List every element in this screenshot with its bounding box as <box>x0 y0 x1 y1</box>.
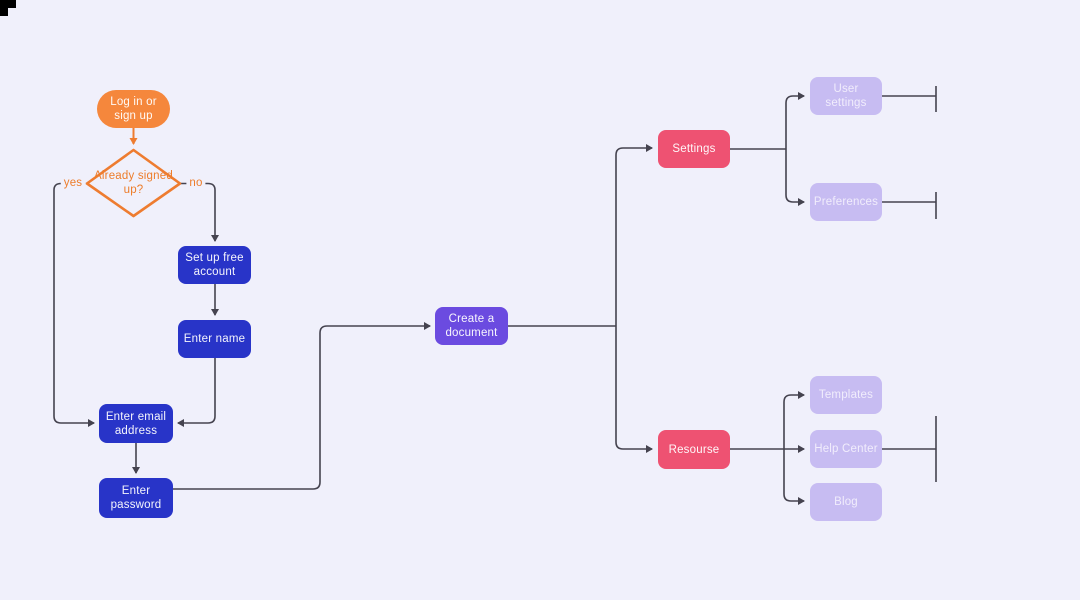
node-label: Blog <box>834 496 858 508</box>
node-templates[interactable]: Templates <box>810 376 882 414</box>
edge-settings-to-user-settings <box>785 92 805 149</box>
edge-help-center-out <box>882 416 937 482</box>
node-enter-password[interactable]: Enter password <box>99 478 173 518</box>
edge-label-yes: yes <box>60 176 86 190</box>
node-help-center[interactable]: Help Center <box>810 430 882 468</box>
edge-already-no-to-setup <box>180 182 219 242</box>
node-settings[interactable]: Settings <box>658 130 730 168</box>
edge-preferences-out <box>882 192 937 219</box>
node-already-signed-up-shape[interactable] <box>85 148 182 218</box>
node-enter-name[interactable]: Enter name <box>178 320 251 358</box>
node-resourse[interactable]: Resourse <box>658 430 730 469</box>
node-label: Settings <box>672 143 716 155</box>
node-label: Create a document <box>445 313 498 339</box>
node-blog[interactable]: Blog <box>810 483 882 521</box>
node-label: Help Center <box>814 443 878 455</box>
edge-user-settings-out <box>882 86 937 112</box>
node-enter-email-address[interactable]: Enter email address <box>99 404 173 443</box>
corner-artifact <box>0 0 16 16</box>
node-label: Set up free account <box>185 252 244 278</box>
node-label: Preferences <box>813 196 879 208</box>
node-already-signed-up-label: Already signed up? <box>94 170 173 196</box>
node-label: Enter password <box>110 485 162 511</box>
node-label: Log in or sign up <box>110 96 157 122</box>
edge-settings-to-preferences <box>785 149 805 206</box>
node-log-in-or-sign-up[interactable]: Log in or sign up <box>97 90 170 128</box>
node-user-settings[interactable]: User settings <box>810 77 882 115</box>
node-preferences[interactable]: Preferences <box>810 183 882 221</box>
node-label: User settings <box>825 83 867 109</box>
edge-trunk-to-settings <box>615 144 653 326</box>
edge-resourse-to-templates <box>783 391 805 449</box>
edge-trunk-to-resourse <box>615 326 653 453</box>
edge-enter-name-to-email <box>177 358 216 427</box>
node-set-up-free-account[interactable]: Set up free account <box>178 246 251 284</box>
node-label: Enter email address <box>105 410 167 437</box>
node-label: Enter name <box>183 333 246 345</box>
edge-label-no: no <box>186 176 206 190</box>
node-label: Resourse <box>668 443 720 456</box>
edge-already-yes-to-email <box>53 182 95 427</box>
edge-password-to-create-doc <box>173 322 431 490</box>
node-create-a-document[interactable]: Create a document <box>435 307 508 345</box>
edge-resourse-to-blog <box>783 449 805 505</box>
node-label: Templates <box>818 389 874 401</box>
